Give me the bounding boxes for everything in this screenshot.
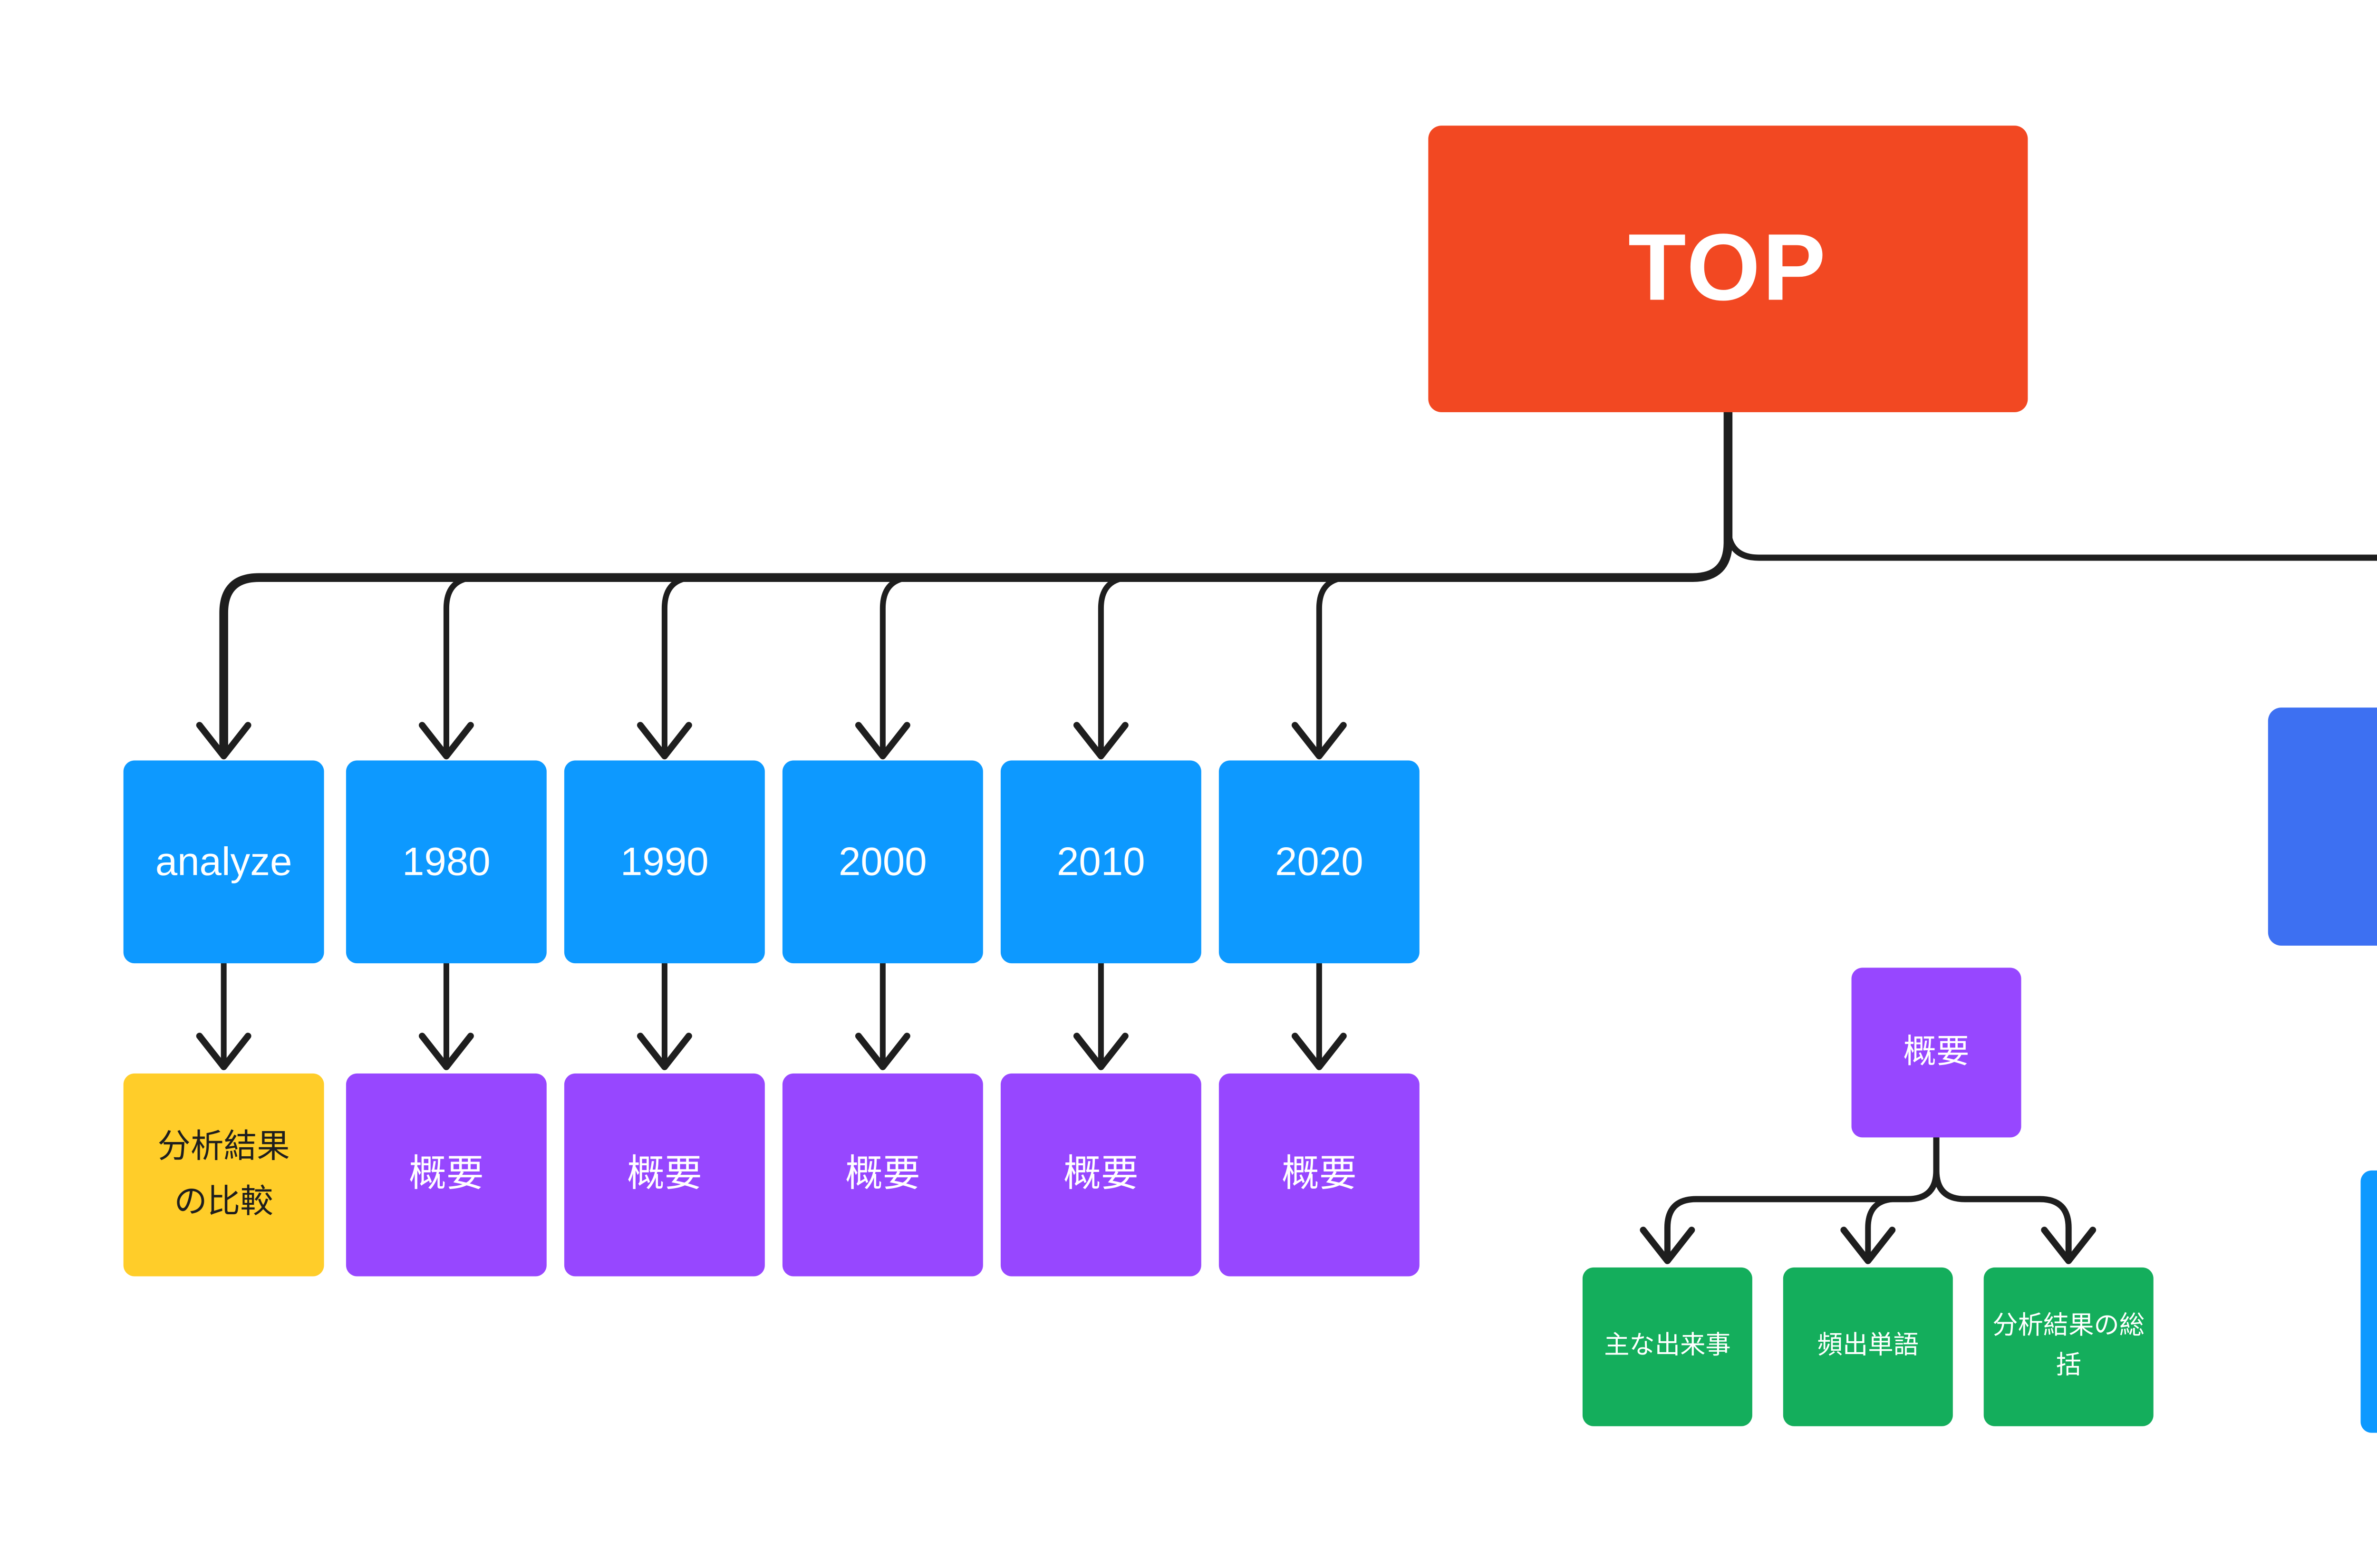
connector-overview-left: [1664, 1134, 1940, 1258]
node-label: 概要: [1063, 1153, 1139, 1196]
node-label: 概要: [627, 1153, 702, 1196]
node-top[interactable]: TOP: [1428, 126, 2028, 413]
node-label: 分析結果の比較: [157, 1127, 290, 1221]
node-label: 主な出来事: [1604, 1333, 1731, 1360]
node-label: 2020: [1275, 839, 1363, 883]
arrowhead-icon: [637, 722, 692, 760]
node-overview-detail[interactable]: 概要: [1851, 968, 2021, 1138]
node-overview-2010[interactable]: 概要: [1000, 1073, 1201, 1277]
connector-rail-stub: [1098, 574, 1135, 753]
arrowhead-icon: [1640, 1227, 1695, 1264]
arrowhead-icon: [1073, 722, 1129, 760]
connector-rail-stub: [879, 574, 917, 753]
arrowhead-icon: [196, 1033, 251, 1070]
arrowhead-icon: [637, 1033, 692, 1070]
node-analysis-summary[interactable]: 分析結果の総括: [1983, 1267, 2154, 1426]
node-1990[interactable]: 1990: [564, 760, 765, 964]
node-analyze[interactable]: analyze: [123, 760, 324, 964]
node-label: analyze: [155, 839, 292, 883]
node-about[interactable]: ABOUT: [2268, 707, 2377, 946]
node-label: 頻出単語: [1817, 1333, 1919, 1360]
connector-top-to-about: [1725, 409, 2377, 561]
node-label: 2000: [838, 839, 927, 883]
arrowhead-icon: [196, 722, 251, 760]
connector-overview-right: [1933, 1134, 2072, 1258]
node-2000[interactable]: 2000: [782, 760, 983, 964]
node-label: 1980: [402, 839, 491, 883]
arrowhead-icon: [855, 1033, 910, 1070]
arrowhead-icon: [855, 722, 910, 760]
connector-top-left-rail: [219, 407, 1733, 754]
node-label: 概要: [845, 1153, 920, 1196]
node-overview-2020[interactable]: 概要: [1218, 1073, 1420, 1277]
connector-rail-stub: [661, 574, 698, 753]
arrowhead-icon: [418, 722, 474, 760]
arrowhead-icon: [1073, 1033, 1129, 1070]
node-2020[interactable]: 2020: [1218, 760, 1420, 964]
node-about-this-site[interactable]: このサイトについて: [2360, 1170, 2377, 1433]
connector-rail-stub: [443, 574, 480, 753]
node-main-events[interactable]: 主な出来事: [1582, 1267, 1752, 1426]
node-overview-2000[interactable]: 概要: [782, 1073, 983, 1277]
node-analysis-comparison[interactable]: 分析結果の比較: [123, 1073, 324, 1277]
node-2010[interactable]: 2010: [1000, 760, 1201, 964]
node-label: 2010: [1056, 839, 1145, 883]
node-1980[interactable]: 1980: [346, 760, 547, 964]
arrowhead-icon: [2041, 1227, 2097, 1264]
arrowhead-icon: [418, 1033, 474, 1070]
arrowhead-icon: [1291, 1033, 1347, 1070]
node-label: 概要: [1903, 1033, 1970, 1070]
arrowhead-icon: [1291, 722, 1347, 760]
node-overview-1990[interactable]: 概要: [564, 1073, 765, 1277]
node-label: TOP: [1628, 215, 1828, 321]
node-label: 1990: [620, 839, 709, 883]
connector-overview-middle: [1865, 1196, 1900, 1258]
arrowhead-icon: [1840, 1227, 1896, 1264]
node-frequent-words[interactable]: 頻出単語: [1783, 1267, 1953, 1426]
node-label: 分析結果の総括: [1992, 1313, 2145, 1380]
node-label: 概要: [1282, 1153, 1357, 1196]
node-label: 概要: [409, 1153, 484, 1196]
connector-rail-stub: [1316, 574, 1353, 753]
node-overview-1980[interactable]: 概要: [346, 1073, 547, 1277]
